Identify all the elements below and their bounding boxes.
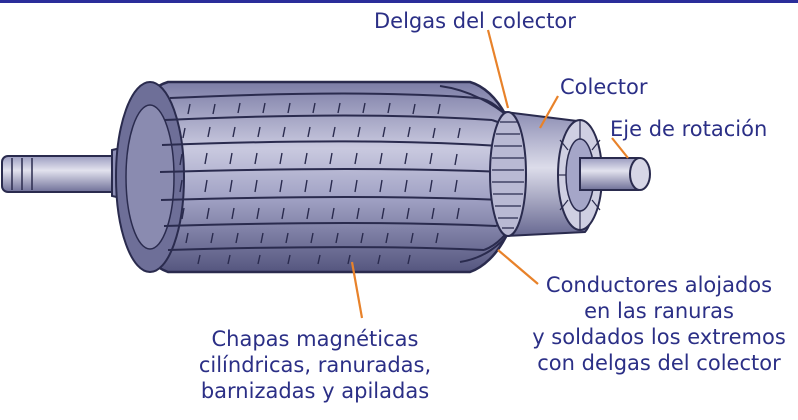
commutator bbox=[489, 110, 603, 238]
label-colector: Colector bbox=[560, 75, 648, 99]
label-conductores-line-3: y soldados los extremos bbox=[532, 325, 786, 349]
top-border bbox=[0, 0, 798, 3]
label-chapas: Chapas magnéticas cilíndricas, ranuradas… bbox=[184, 326, 446, 404]
label-conductores-line-1: Conductores alojados bbox=[545, 273, 773, 297]
label-conductores-line-2: en las ranuras bbox=[584, 299, 734, 323]
leader-lines bbox=[350, 29, 629, 319]
leader-eje bbox=[611, 137, 629, 159]
label-eje: Eje de rotación bbox=[610, 117, 768, 141]
left-shaft bbox=[1, 144, 131, 202]
leader-chapas bbox=[350, 261, 364, 319]
label-conductores-line-4: con delgas del colector bbox=[537, 351, 781, 375]
label-delgas: Delgas del colector bbox=[374, 9, 576, 33]
leader-colector bbox=[539, 95, 559, 129]
right-shaft bbox=[579, 157, 651, 191]
leader-delgas bbox=[486, 29, 510, 109]
label-chapas-line-2: cilíndricas, ranuradas, bbox=[198, 353, 432, 377]
laminated-core bbox=[115, 80, 522, 274]
label-chapas-line-3: barnizadas y apiladas bbox=[200, 379, 430, 403]
label-chapas-line-1: Chapas magnéticas bbox=[211, 327, 419, 351]
label-conductores: Conductores alojados en las ranuras y so… bbox=[528, 272, 790, 376]
leader-conductores bbox=[497, 249, 539, 285]
